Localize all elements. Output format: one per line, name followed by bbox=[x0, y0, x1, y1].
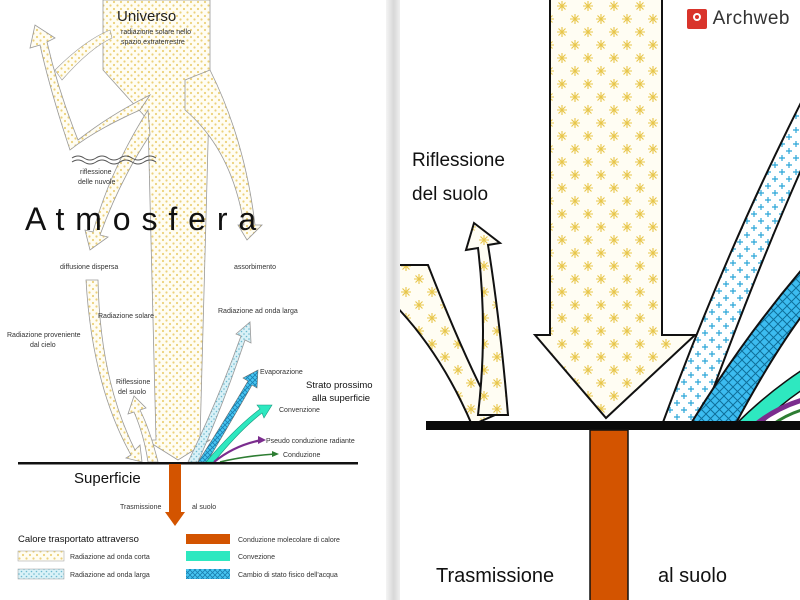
near-surface-label-2: alla superficie bbox=[312, 393, 370, 404]
conduction-label: Conduzione bbox=[283, 452, 320, 459]
evaporation-arrow bbox=[197, 369, 259, 463]
to-ground-label: al suolo bbox=[192, 504, 216, 511]
legend-swatch-conduction bbox=[186, 534, 230, 544]
legend-item-convection: Convezione bbox=[238, 554, 275, 561]
atmosphere-label: A t m o s f e r a bbox=[25, 201, 257, 237]
longwave-arrow bbox=[187, 321, 252, 463]
zoom-ground-reflection-label-2: del suolo bbox=[412, 184, 488, 205]
incoming-solar-arrow bbox=[102, 0, 212, 461]
transmission-label: Trasmissione bbox=[120, 504, 161, 511]
solar-space-label-1: radiazione solare nello bbox=[121, 29, 191, 36]
transmission-arrow bbox=[165, 464, 185, 526]
legend-title: Calore trasportato attraverso bbox=[18, 534, 139, 545]
legend-swatch-longwave bbox=[17, 568, 65, 580]
sky-radiation-arrow bbox=[85, 279, 143, 463]
cloud-line bbox=[71, 155, 157, 161]
zoom-ground-reflection-label-1: Riflessione bbox=[412, 150, 505, 171]
zoom-evaporation-arrow bbox=[688, 270, 800, 426]
archweb-logo-icon bbox=[686, 9, 707, 29]
right-zoom-panel: Riflessione del suolo Trasmissione al su… bbox=[400, 0, 800, 600]
zoom-surface-line bbox=[426, 421, 800, 430]
archweb-logo[interactable]: Archweb bbox=[686, 8, 790, 30]
convection-arrow bbox=[205, 404, 273, 463]
zoom-sky-radiation-arrow bbox=[400, 264, 497, 427]
legend-item-conduction: Conduzione molecolare di calore bbox=[238, 537, 340, 544]
cloud-reflection-arrow bbox=[29, 24, 152, 151]
heat-balance-diagram: Universo radiazione solare nello spazio … bbox=[7, 0, 373, 580]
zoom-detail-diagram: Riflessione del suolo Trasmissione al su… bbox=[400, 0, 800, 600]
solar-radiation-label: Radiazione solare bbox=[98, 313, 154, 320]
solar-space-label-2: spazio extraterrestre bbox=[121, 39, 185, 46]
pseudo-conduction-label: Pseudo conduzione radiante bbox=[266, 438, 355, 445]
zoom-incoming-solar-arrow bbox=[532, 0, 698, 420]
zoom-ground-reflection-arrow bbox=[464, 221, 510, 416]
diffusion-label: diffusione dispersa bbox=[60, 264, 118, 271]
legend-swatch-shortwave bbox=[17, 550, 65, 562]
legend-swatch-convection bbox=[186, 551, 230, 561]
absorption-label: assorbimento bbox=[234, 264, 276, 271]
legend-swatch-water-phase bbox=[186, 569, 230, 579]
sky-radiation-label-2: dal cielo bbox=[30, 342, 56, 349]
legend-item-shortwave: Radiazione ad onda corta bbox=[70, 554, 150, 561]
sky-radiation-label-1: Radiazione proveniente bbox=[7, 332, 81, 339]
longwave-label: Radiazione ad onda larga bbox=[218, 308, 298, 315]
zoom-transmission-label: Trasmissione bbox=[436, 565, 554, 587]
archweb-logo-text: Archweb bbox=[712, 8, 790, 29]
universe-label: Universo bbox=[117, 8, 176, 25]
conduction-line bbox=[219, 453, 276, 463]
ground-reflection-arrow bbox=[127, 395, 159, 463]
evaporation-label: Evaporazione bbox=[260, 369, 303, 376]
panel-divider bbox=[386, 0, 400, 600]
pseudo-conduction-line bbox=[213, 438, 263, 463]
diffusion-arrow bbox=[84, 108, 151, 251]
ground-reflection-label-2: del suolo bbox=[118, 389, 146, 396]
cloud-reflection-label-1: riflessione bbox=[80, 169, 112, 176]
ground-reflection-label-1: Riflessione bbox=[116, 379, 150, 386]
zoom-transmission-column bbox=[589, 429, 629, 600]
surface-label: Superficie bbox=[74, 470, 141, 487]
legend-item-longwave: Radiazione ad onda larga bbox=[70, 572, 150, 579]
near-surface-label-1: Strato prossimo bbox=[306, 380, 373, 391]
left-diagram-panel: Universo radiazione solare nello spazio … bbox=[0, 0, 386, 600]
zoom-longwave-arrow bbox=[660, 102, 800, 426]
legend: Calore trasportato attraverso Radiazione… bbox=[17, 534, 340, 580]
absorption-arrow bbox=[184, 69, 263, 241]
surface-line bbox=[18, 462, 358, 465]
cloud-reflection-label-2: delle nuvole bbox=[78, 179, 115, 186]
convection-label: Convenzione bbox=[279, 407, 320, 414]
legend-item-water-phase: Cambio di stato fisico dell'acqua bbox=[238, 572, 338, 579]
zoom-to-ground-label: al suolo bbox=[658, 565, 727, 587]
